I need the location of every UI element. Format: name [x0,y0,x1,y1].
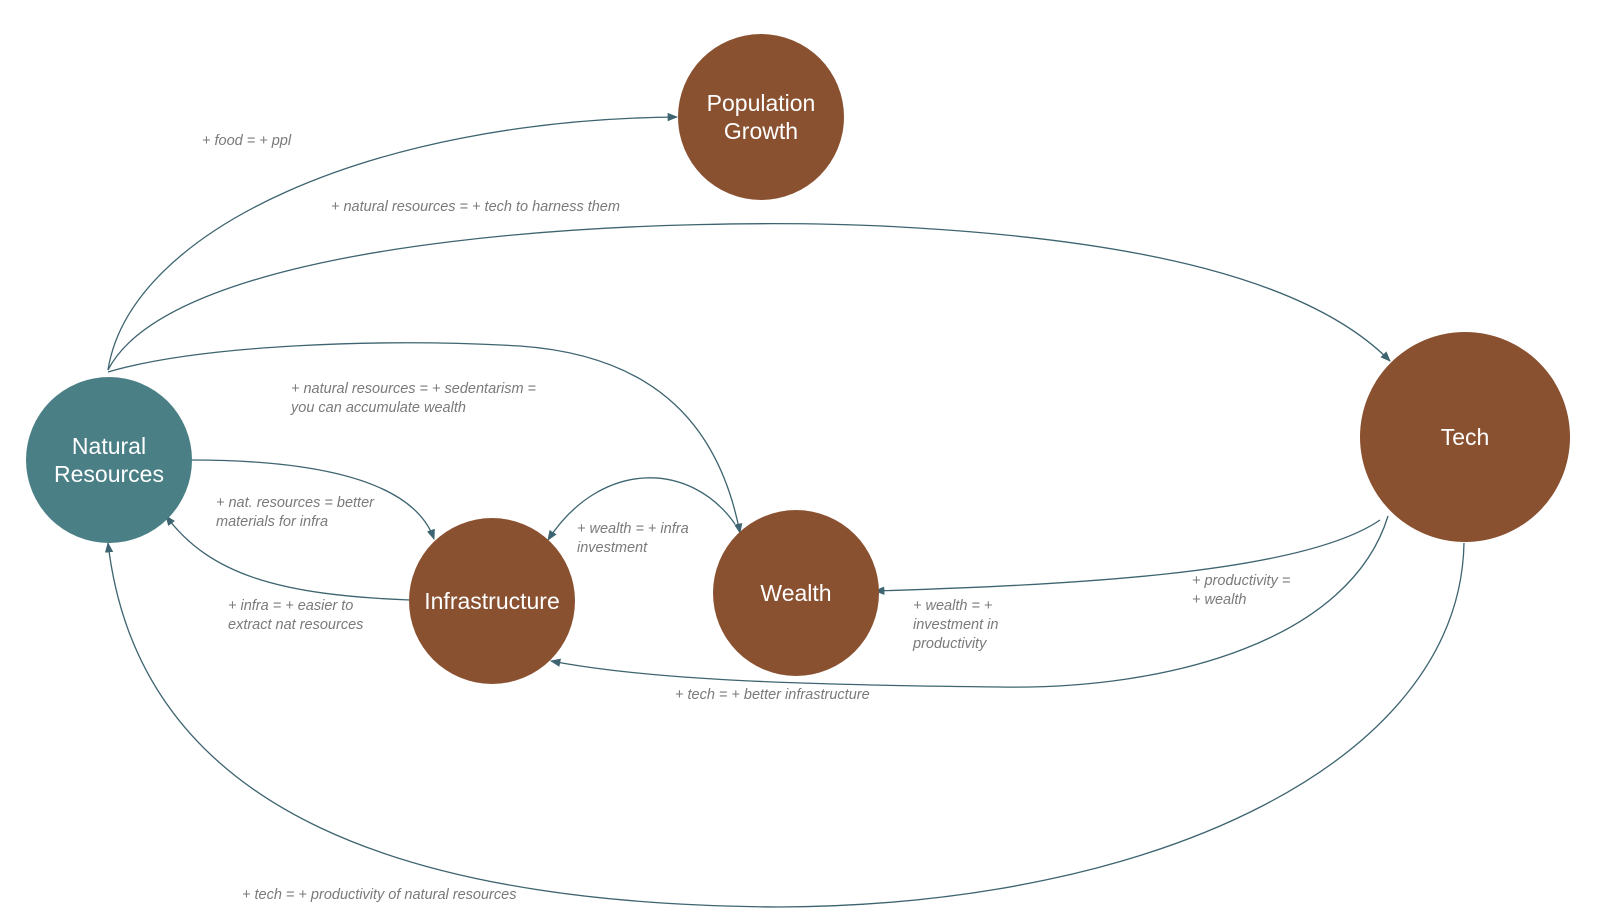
label-tech-productivity-natural-resources: + tech = + productivity of natural resou… [242,887,517,903]
node-tech[interactable]: Tech [1360,332,1570,542]
label-wealth-infra-investment: + wealth = + infra investment [577,521,689,556]
edge-tech-to-wealth [873,519,1381,595]
edge-natural-resources-to-wealth [107,342,743,535]
label-natural-resources-sedentarism: + natural resources = + sedentarism = yo… [291,381,537,416]
label-wealth-investment-productivity: + wealth = + investment in productivity [913,598,999,652]
label-tech-better-infrastructure: + tech = + better infrastructure [675,687,870,703]
edge-natural-resources-to-population-growth [107,112,679,371]
edge-tech-to-infrastructure [549,515,1389,688]
label-nat-resources-better-materials: + nat. resources = better materials for … [216,495,374,530]
label-productivity-wealth: + productivity = + wealth [1192,573,1291,608]
label-natural-resources-tech: + natural resources = + tech to harness … [331,199,620,215]
node-wealth[interactable]: Wealth [713,510,879,676]
edge-infrastructure-to-natural-resources [165,515,411,601]
node-population-growth[interactable]: Population Growth [678,34,844,200]
edge-wealth-to-infrastructure [547,477,736,541]
node-natural-resources[interactable]: Natural Resources [26,377,192,543]
edge-natural-resources-to-infrastructure [190,459,435,540]
node-infrastructure[interactable]: Infrastructure [409,518,575,684]
edge-tech-to-natural-resources [104,541,1465,908]
label-food-ppl: + food = + ppl [202,133,292,149]
label-infra-easier-extract: + infra = + easier to extract nat resour… [228,598,364,633]
edge-natural-resources-to-tech [107,223,1391,371]
